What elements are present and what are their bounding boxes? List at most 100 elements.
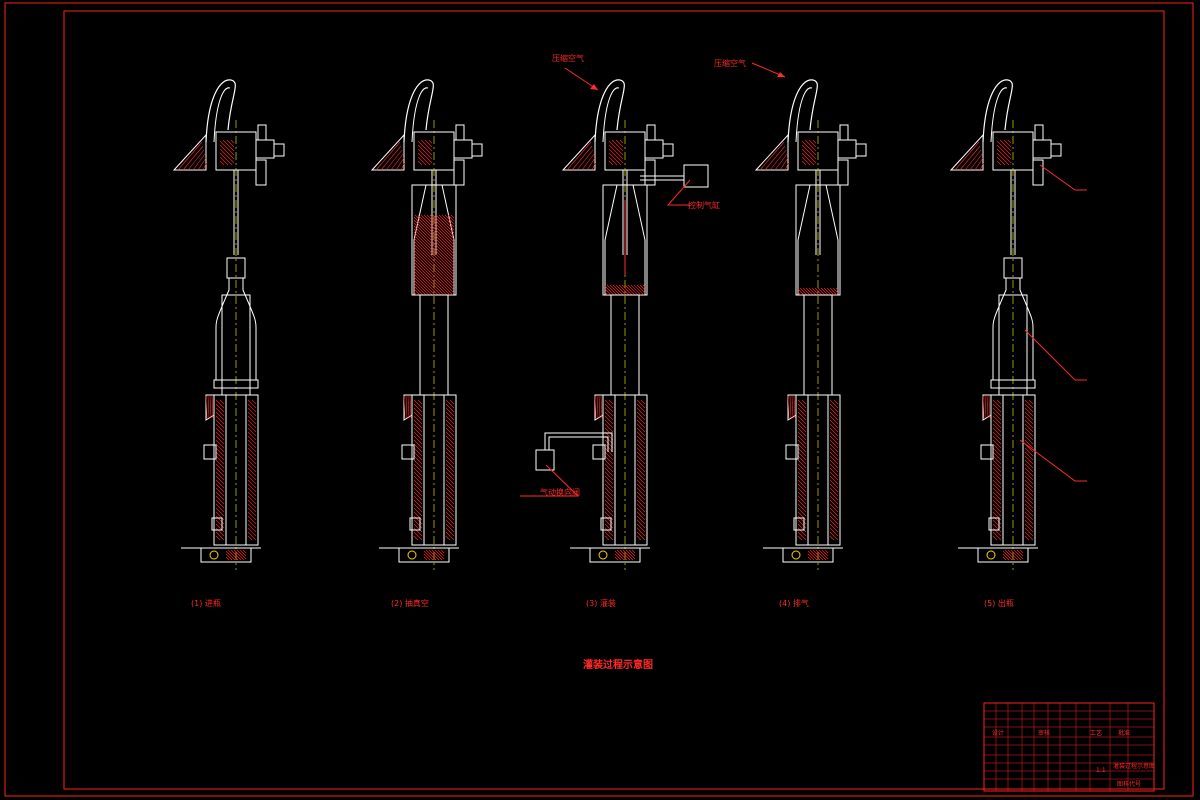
- hatch-line: [207, 395, 210, 419]
- hatch-line: [445, 523, 455, 533]
- hatch-line: [829, 507, 839, 517]
- hatch-line: [797, 288, 805, 296]
- hatch-line: [431, 549, 443, 561]
- hatch-line: [992, 495, 1002, 505]
- hatch-line: [215, 423, 225, 433]
- hatch-line: [801, 160, 807, 166]
- hatch-line: [608, 156, 618, 166]
- hatch-line: [604, 531, 614, 541]
- lift-rod: [1002, 394, 1024, 546]
- hatch-line: [640, 399, 646, 405]
- valve-actuator: [1032, 139, 1052, 159]
- hatch-line: [423, 550, 434, 561]
- station-caption-4: (4) 排气: [779, 599, 809, 608]
- hatch-line: [636, 427, 646, 437]
- hatch-line: [215, 411, 225, 421]
- hatch-line: [219, 140, 235, 156]
- hatch-line: [239, 549, 247, 557]
- hatch-line: [247, 467, 257, 477]
- hatch-line: [247, 419, 257, 429]
- hatch-line: [1024, 507, 1034, 517]
- leader-reversing-valve: [520, 464, 580, 497]
- hatch-line: [959, 145, 981, 171]
- hatch-line: [219, 144, 235, 160]
- hatch-line: [400, 161, 406, 171]
- hatch-line: [409, 395, 412, 419]
- hatch-line: [247, 451, 257, 461]
- hatch-line: [375, 141, 401, 171]
- hatch-line: [413, 535, 419, 541]
- hatch-line: [608, 140, 624, 156]
- hatch-line: [417, 214, 455, 252]
- hatch-line: [992, 487, 1002, 497]
- filling-station-4: [754, 79, 867, 570]
- hatch-line: [236, 549, 247, 560]
- hatch-line: [215, 451, 225, 461]
- hatch-line: [992, 435, 1002, 445]
- hatch-line: [1007, 139, 1012, 144]
- hatch-line: [1024, 491, 1034, 501]
- hatch-line: [797, 399, 807, 409]
- hatch-line: [835, 287, 839, 291]
- hatch-line: [414, 214, 455, 255]
- hatch-line: [225, 550, 236, 561]
- hatch-line: [824, 549, 829, 554]
- hatch-line: [413, 264, 445, 296]
- hatch-line: [440, 549, 445, 554]
- hatch-line: [441, 214, 455, 228]
- hatch-line: [413, 463, 423, 473]
- hatch-line: [797, 431, 807, 441]
- hatch-line: [992, 535, 998, 541]
- hatch-line: [445, 483, 455, 493]
- hatch-line: [428, 139, 433, 144]
- base-block: [398, 547, 450, 563]
- hatch-line: [779, 157, 789, 171]
- hatch-line: [1024, 403, 1034, 413]
- arrowhead: [590, 84, 598, 90]
- hatch-line: [215, 443, 225, 453]
- hatch-line: [395, 157, 405, 171]
- bolt-lower: [409, 517, 421, 531]
- hatch-line: [413, 225, 455, 267]
- hatch-line: [604, 483, 614, 493]
- control-cylinder-box: [683, 164, 709, 188]
- valve-actuator: [453, 139, 473, 159]
- hatch-line: [636, 439, 646, 449]
- hatch-line: [636, 511, 646, 521]
- hatch-line: [423, 214, 455, 246]
- hatch-line: [604, 455, 614, 465]
- base-pin: [407, 550, 417, 560]
- hatch-line: [614, 550, 625, 561]
- hatch-line: [1024, 451, 1034, 461]
- hatch-line: [797, 439, 807, 449]
- hatch-line: [247, 535, 253, 541]
- hatch-line: [413, 531, 423, 541]
- hatch-line: [1024, 435, 1034, 445]
- hatch-line: [413, 451, 423, 461]
- hatch-line: [1024, 483, 1034, 493]
- hatch-line: [445, 435, 455, 445]
- hatch-line: [992, 511, 1002, 521]
- hatch-line: [247, 495, 257, 505]
- hatch-line: [608, 160, 614, 166]
- hatch-line: [805, 287, 814, 296]
- station-caption-3: (3) 灌装: [586, 599, 616, 608]
- hatch-line: [604, 495, 614, 505]
- hatch-line: [797, 451, 807, 461]
- hatch-line: [636, 399, 646, 409]
- hatch-line: [636, 515, 646, 525]
- hatch-line: [413, 459, 423, 469]
- hatch-line: [445, 519, 455, 529]
- hatch-line: [1002, 550, 1013, 561]
- hatch-line: [829, 439, 839, 449]
- hatch-line: [999, 139, 1012, 152]
- filling-station-2: [370, 79, 483, 570]
- hatch-line: [247, 455, 257, 465]
- hatch-line: [445, 419, 455, 429]
- hatch-line: [988, 395, 991, 419]
- hatch-line: [604, 285, 615, 296]
- valve-nut: [855, 143, 867, 157]
- hatch-line: [413, 288, 421, 296]
- hatch-line: [413, 267, 442, 296]
- hatch-line: [604, 459, 614, 469]
